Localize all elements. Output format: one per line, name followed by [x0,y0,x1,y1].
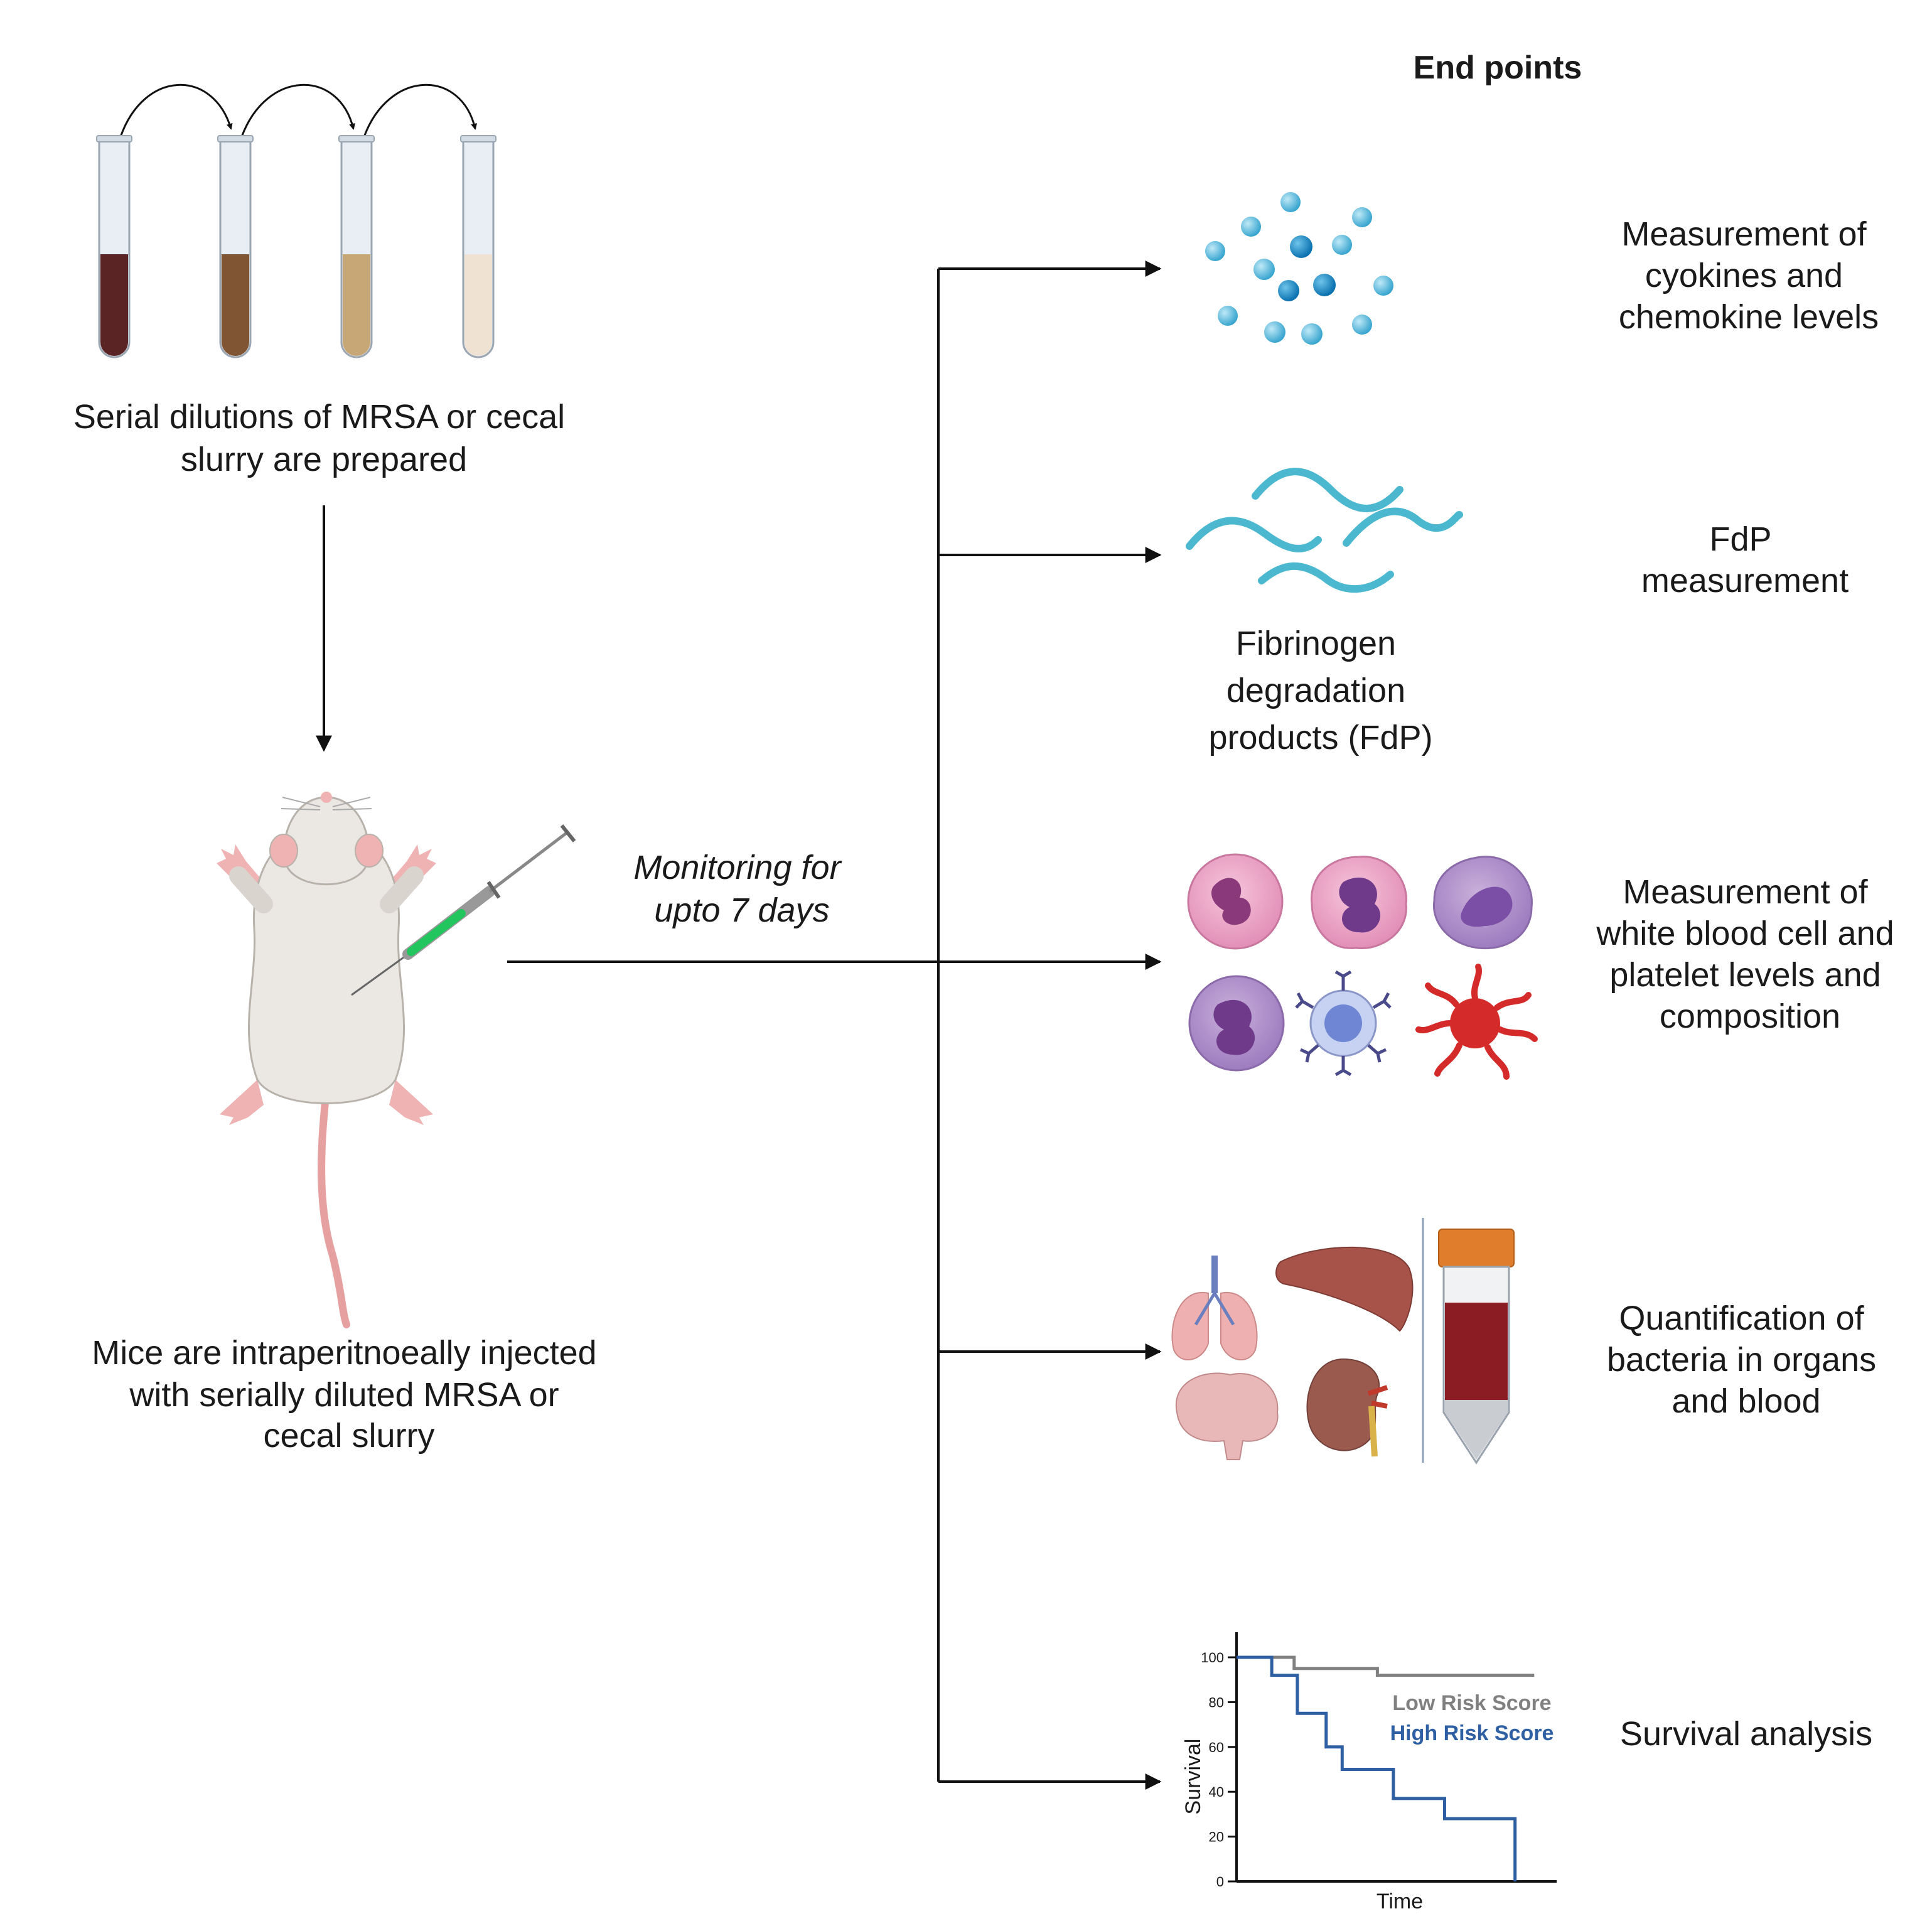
monitoring-label-line: Monitoring for [633,849,842,886]
y-tick-label: 40 [1209,1784,1224,1800]
endpoint-cytokines-line: chemokine levels [1619,298,1879,336]
test-tubes [96,135,496,358]
endpoint-wbc-line: Measurement of [1623,873,1868,911]
y-tick-label: 60 [1209,1740,1224,1755]
endpoint-wbc-label: Measurement of white blood cell and plat… [1596,873,1903,1035]
endpoint-fdp-line: measurement [1641,562,1849,600]
y-tick-label: 80 [1209,1694,1224,1710]
endpoint-cytokines-line: cyokines and [1645,257,1843,294]
basophil-icon [1188,975,1285,1072]
endpoint-cytokines-line: Measurement of [1621,215,1867,253]
monocyte-icon [1432,856,1533,950]
mouse-icon [217,792,436,1328]
monitoring-label: Monitoring for upto 7 days [633,849,850,929]
y-tick-label: 100 [1201,1650,1224,1665]
survival-chart: 0 20 40 60 80 100 Low Risk Score High Risk Sc… [1181,1632,1557,1913]
liver-icon [1275,1246,1414,1332]
endpoint-bacteria-line: bacteria in organs [1607,1341,1876,1379]
test-tube-icon [338,135,375,358]
blood-cells-icon [1187,853,1538,1080]
survival-x-label: Time [1377,1890,1423,1913]
organs-icon [1171,1218,1515,1465]
injection-caption: Mice are intraperitnoeally injected with… [92,1334,606,1455]
series-line-low-risk [1237,1655,1535,1677]
series-line-high-risk [1237,1655,1517,1881]
injection-caption-line: cecal slurry [263,1417,434,1455]
dilution-caption-line: slurry are prepared [181,441,467,478]
dilution-arrows [119,83,478,137]
injection-caption-line: Mice are intraperitnoeally injected [92,1334,596,1372]
legend-low-risk: Low Risk Score [1392,1691,1551,1715]
monitoring-label-line: upto 7 days [654,891,829,929]
fibrin-wave-icon [1186,468,1463,593]
kidney-icon [1306,1358,1388,1457]
endpoint-wbc-line: white blood cell and [1596,915,1894,952]
fibrinogen-caption: Fibrinogen degradation products (FdP) [1208,625,1432,756]
endpoint-fdp-label: FdP measurement [1641,520,1849,600]
endpoint-bacteria-label: Quantification of bacteria in organs and… [1607,1299,1886,1420]
platelet-icon [1415,964,1538,1080]
endpoint-bacteria-line: Quantification of [1619,1299,1864,1337]
fibrinogen-caption-line: degradation [1226,672,1405,709]
end-points-title: End points [1414,50,1582,86]
endpoint-bacteria-line: and blood [1672,1382,1820,1420]
lymphocyte-icon [1295,970,1392,1077]
test-tube-icon [217,135,254,358]
test-tube-icon [460,135,496,358]
legend-high-risk: High Risk Score [1390,1721,1554,1745]
survival-y-label: Survival [1181,1739,1205,1815]
eosinophil-icon [1311,856,1407,950]
y-tick-label: 20 [1209,1829,1224,1845]
fibrinogen-caption-line: products (FdP) [1208,719,1432,756]
brain-icon [1175,1372,1279,1460]
neutrophil-icon [1187,853,1284,950]
endpoint-survival-label: Survival analysis [1620,1715,1872,1753]
syringe-icon [351,824,576,996]
y-tick-label: 0 [1216,1874,1224,1890]
workflow-connectors [507,261,1162,1790]
endpoint-cytokines-label: Measurement of cyokines and chemokine le… [1619,215,1879,336]
dilution-caption-line: Serial dilutions of MRSA or cecal [73,398,565,436]
cytokine-beads-icon [1205,192,1393,345]
dilution-caption: Serial dilutions of MRSA or cecal slurry… [73,398,574,478]
injection-caption-line: with serially diluted MRSA or [129,1376,559,1414]
lungs-icon [1171,1256,1258,1360]
test-tube-icon [96,135,132,358]
endpoint-fdp-line: FdP [1709,520,1771,558]
fibrinogen-caption-line: Fibrinogen [1236,625,1396,662]
endpoint-wbc-line: platelet levels and [1609,956,1881,994]
endpoint-wbc-line: composition [1660,998,1840,1035]
blood-tube-icon [1438,1229,1515,1465]
